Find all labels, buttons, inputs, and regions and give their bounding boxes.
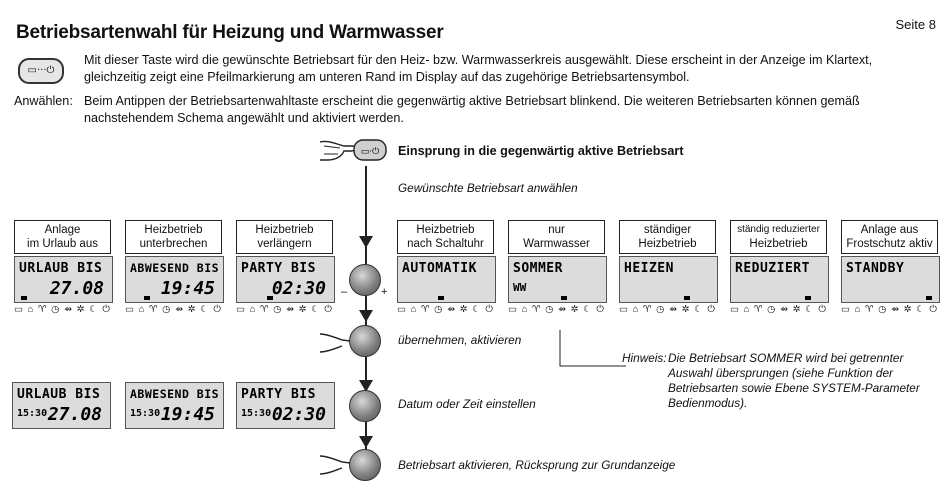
flow-select: Gewünschte Betriebsart anwählen bbox=[398, 181, 578, 195]
rotary-knob-press bbox=[349, 325, 381, 357]
lcd-automatik: AUTOMATIK bbox=[397, 256, 496, 303]
lcd-standby: STANDBY bbox=[841, 256, 940, 303]
hinweis-label: Hinweis: bbox=[622, 351, 667, 365]
mode-symbols: ▭ ⌂ ♈ ◷ ⇴ ✲ ☾ ⏻ bbox=[397, 304, 494, 315]
knob-minus: – bbox=[341, 286, 348, 298]
anwaehlen-line-2: nachstehendem Schema angewählt und aktiv… bbox=[84, 111, 404, 125]
rotary-knob-press bbox=[349, 449, 381, 481]
mode-symbols: ▭ ⌂ ♈ ◷ ⇴ ✲ ☾ ⏻ bbox=[730, 304, 827, 315]
page-number: Seite 8 bbox=[895, 17, 936, 32]
hinweis-line-4: Bedienmodus). bbox=[668, 396, 748, 410]
mode-button-icon: ▭···⏻ bbox=[18, 58, 64, 84]
arrow-down-icon bbox=[359, 380, 373, 392]
arrow-down-icon bbox=[359, 236, 373, 248]
knob-plus: + bbox=[381, 286, 388, 298]
hinweis-line-3: Betriebsarten sowie Ebene SYSTEM-Paramet… bbox=[668, 381, 920, 395]
flow-entry: Einsprung in die gegenwärtig aktive Betr… bbox=[398, 144, 684, 158]
anwaehlen-label: Anwählen: bbox=[14, 94, 73, 108]
flow-activate: Betriebsart aktivieren, Rücksprung zur G… bbox=[398, 458, 676, 472]
lcd-party-setting: PARTY BIS 15:30 02:30 bbox=[236, 382, 335, 429]
svg-text:▭·⏻: ▭·⏻ bbox=[361, 146, 379, 157]
lcd-abwesend-setting: ABWESEND BIS 15:30 19:45 bbox=[125, 382, 224, 429]
hand-press-icon: ▭·⏻ bbox=[319, 139, 387, 161]
mode-symbols: ▭ ⌂ ♈ ◷ ⇴ ✲ ☾ ⏻ bbox=[125, 304, 222, 315]
arrow-down-icon bbox=[359, 310, 373, 322]
mode-symbols: ▭ ⌂ ♈ ◷ ⇴ ✲ ☾ ⏻ bbox=[14, 304, 111, 315]
hand-press-icon bbox=[319, 333, 351, 353]
page-title: Betriebsartenwahl für Heizung und Warmwa… bbox=[16, 22, 444, 43]
lcd-heizen: HEIZEN bbox=[619, 256, 718, 303]
mode-symbols: ▭ ⌂ ♈ ◷ ⇴ ✲ ☾ ⏻ bbox=[236, 304, 333, 315]
intro-line-2: gleichzeitig zeigt eine Pfeilmarkierung … bbox=[84, 70, 690, 84]
lcd-urlaub-setting: URLAUB BIS 15:30 27.08 bbox=[12, 382, 111, 429]
hinweis-line-1: Die Betriebsart SOMMER wird bei getrennt… bbox=[668, 351, 904, 365]
hand-press-icon bbox=[319, 455, 351, 475]
flow-set-datetime: Datum oder Zeit einstellen bbox=[398, 397, 536, 411]
arrow-down-icon bbox=[359, 436, 373, 448]
mode-symbols: ▭ ⌂ ♈ ◷ ⇴ ✲ ☾ ⏻ bbox=[619, 304, 716, 315]
flow-accept: übernehmen, aktivieren bbox=[398, 333, 522, 347]
hinweis-connector bbox=[559, 330, 626, 367]
rotary-knob bbox=[349, 390, 381, 422]
intro-line-1: Mit dieser Taste wird die gewünschte Bet… bbox=[84, 53, 873, 67]
anwaehlen-line-1: Beim Antippen der Betriebsartenwahltaste… bbox=[84, 94, 860, 108]
lcd-reduziert: REDUZIERT bbox=[730, 256, 829, 303]
mode-symbols: ▭ ⌂ ♈ ◷ ⇴ ✲ ☾ ⏻ bbox=[841, 304, 938, 315]
rotary-knob bbox=[349, 264, 381, 296]
hinweis-line-2: Auswahl übersprungen (siehe Funktion der bbox=[668, 366, 893, 380]
mode-symbols: ▭ ⌂ ♈ ◷ ⇴ ✲ ☾ ⏻ bbox=[508, 304, 605, 315]
